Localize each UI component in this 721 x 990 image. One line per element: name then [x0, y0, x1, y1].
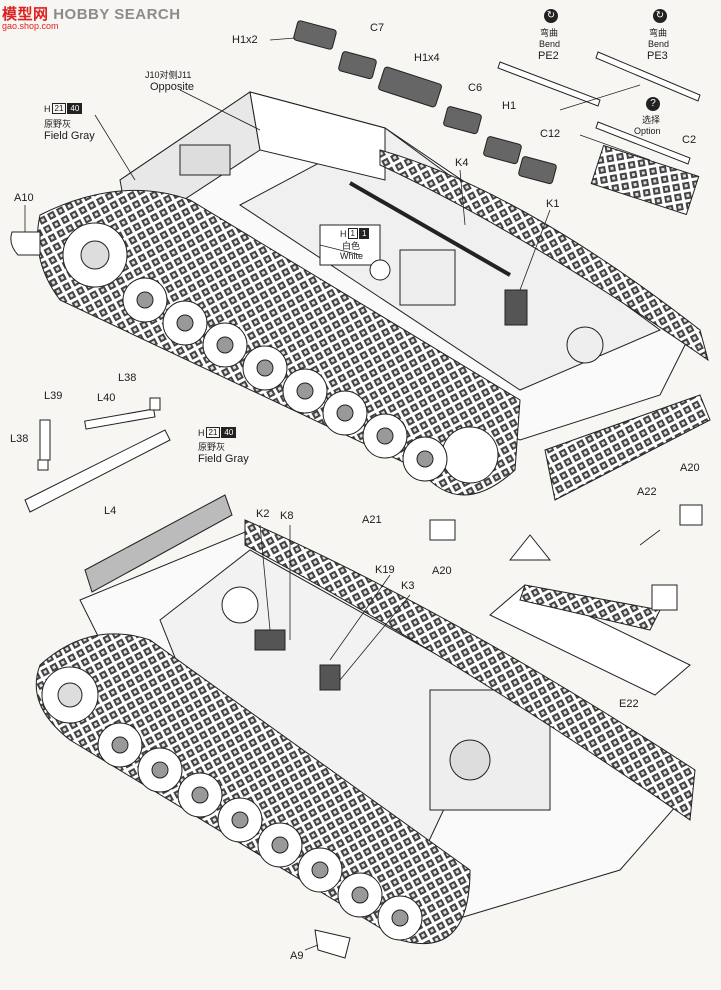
- paint-white-cn: 白色: [342, 241, 361, 251]
- option-icon: ?: [646, 97, 660, 111]
- watermark-logo: 模型网 HOBBY SEARCH: [2, 6, 181, 23]
- label-a22: A22: [637, 486, 657, 498]
- bend-icon: ↻: [653, 9, 667, 23]
- label-e22: E22: [619, 698, 639, 710]
- lower-road-wheels: [97, 722, 423, 941]
- paint-lower-en: Field Gray: [198, 453, 249, 465]
- label-l4: L4: [104, 505, 117, 517]
- leader-lines: [24, 37, 661, 951]
- part-a10-shape: [10, 231, 41, 256]
- bend-pe2-part: PE2: [538, 50, 559, 62]
- paint-lower-cn: 原野灰: [198, 442, 226, 452]
- part-e22-shape: [489, 584, 691, 696]
- paint-white-en: White: [340, 251, 364, 261]
- label-h1x2: H1x2: [232, 34, 258, 46]
- label-c6: C6: [468, 82, 483, 94]
- bend-pe3-cn: 弯曲: [649, 28, 668, 38]
- label-c12: C12: [540, 128, 561, 140]
- bend-pe3-part: PE3: [647, 50, 668, 62]
- label-k3: K3: [401, 580, 415, 592]
- part-a9-shape: [314, 929, 351, 959]
- bend-icon: ↻: [544, 9, 558, 23]
- watermark-url: gao.shop.com: [2, 21, 59, 31]
- bend-pe2-cn: 弯曲: [540, 28, 559, 38]
- label-k19: K19: [375, 564, 395, 576]
- opposite-cn: J10对侧J11: [145, 70, 192, 80]
- paint-upper-en: Field Gray: [44, 130, 95, 142]
- label-l39: L39: [44, 390, 63, 402]
- label-h1x4: H1x4: [414, 52, 440, 64]
- label-a10: A10: [14, 192, 34, 204]
- label-k8: K8: [280, 510, 294, 522]
- label-a9: A9: [290, 950, 304, 962]
- lower-hull: [35, 519, 696, 945]
- label-k2: K2: [256, 508, 270, 520]
- label-l38-top: L38: [118, 372, 137, 384]
- opposite-en: Opposite: [150, 81, 195, 93]
- label-a21: A21: [362, 514, 382, 526]
- photo-etch-strips: [497, 51, 701, 165]
- option-cn: 选择: [642, 115, 661, 125]
- upper-hull: [37, 91, 709, 496]
- label-l38-left: L38: [10, 433, 29, 445]
- track-link-parts: [293, 20, 700, 216]
- l-parts: [24, 397, 171, 513]
- upper-road-wheels: [122, 277, 448, 482]
- label-c7: C7: [370, 22, 385, 34]
- label-l40: L40: [97, 392, 116, 404]
- label-h1: H1: [502, 100, 517, 112]
- bend-pe3-en: Bend: [648, 39, 670, 49]
- label-a20-right: A20: [680, 462, 700, 474]
- label-c2: C2: [682, 134, 697, 146]
- label-a20-center: A20: [432, 565, 452, 577]
- option-en: Option: [634, 126, 661, 136]
- side-plate: [84, 494, 233, 593]
- label-k1: K1: [546, 198, 560, 210]
- label-k4: K4: [455, 157, 469, 169]
- bend-pe2-en: Bend: [539, 39, 561, 49]
- paint-upper-cn: 原野灰: [44, 119, 72, 129]
